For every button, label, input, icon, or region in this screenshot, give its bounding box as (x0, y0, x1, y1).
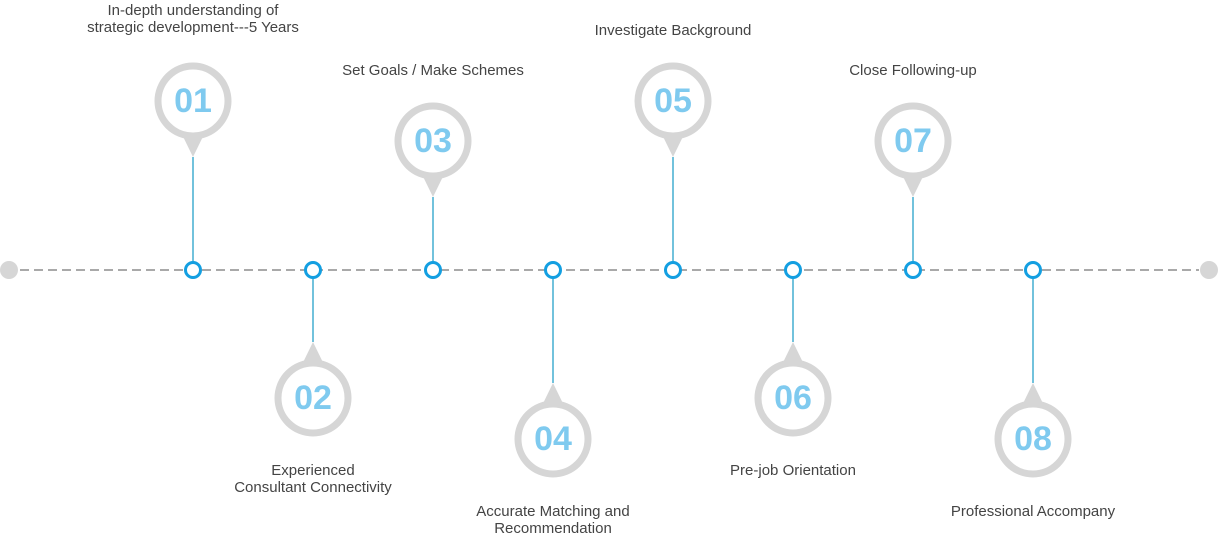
step-2-number: 02 (294, 379, 332, 417)
step-3-number: 03 (414, 122, 452, 160)
step-6-label-line-1: Pre-job Orientation (730, 462, 856, 479)
step-7-label: Close Following-up (793, 62, 1033, 79)
step-3-node[interactable] (424, 261, 442, 279)
step-8-label: Professional Accompany (913, 503, 1153, 520)
step-7-node[interactable] (904, 261, 922, 279)
step-1-label-line-2: strategic development---5 Years (87, 19, 299, 36)
step-8-number: 08 (1014, 420, 1052, 458)
step-3-label-line-1: Set Goals / Make Schemes (342, 62, 524, 79)
step-6-pin-pointer (783, 342, 803, 363)
timeline-end-cap (1200, 261, 1218, 279)
step-4-node[interactable] (544, 261, 562, 279)
step-8-node[interactable] (1024, 261, 1042, 279)
step-8-pin-pointer (1023, 383, 1043, 404)
step-2-node[interactable] (304, 261, 322, 279)
timeline-start-cap (0, 261, 18, 279)
step-7-number: 07 (894, 122, 932, 160)
step-5-number: 05 (654, 82, 692, 120)
step-6-node[interactable] (784, 261, 802, 279)
step-4-number: 04 (534, 420, 572, 458)
step-5-node[interactable] (664, 261, 682, 279)
step-5-label-line-1: Investigate Background (594, 22, 752, 39)
step-3-pin-pointer (423, 176, 443, 197)
step-1-node[interactable] (184, 261, 202, 279)
step-5-pin-pointer (663, 136, 683, 157)
step-8-label-line-1: Professional Accompany (950, 503, 1116, 520)
step-7-label-line-1: Close Following-up (849, 62, 977, 79)
step-1-label-line-1: In-depth understanding of (107, 2, 279, 19)
step-1-number: 01 (174, 82, 212, 120)
step-5-label: Investigate Background (553, 22, 793, 39)
step-7-pin-pointer (903, 176, 923, 197)
step-1-pin-pointer (183, 136, 203, 157)
step-6-label: Pre-job Orientation (673, 462, 913, 479)
step-4-label-line-2: Recommendation (494, 520, 612, 537)
step-2-label-line-1: Experienced (271, 462, 355, 479)
step-4-label-line-1: Accurate Matching and (476, 503, 630, 520)
step-2-label-line-2: Consultant Connectivity (234, 479, 392, 496)
step-6-number: 06 (774, 379, 812, 417)
step-2-pin-pointer (303, 342, 323, 363)
step-4-pin-pointer (543, 383, 563, 404)
step-3-label: Set Goals / Make Schemes (313, 62, 553, 79)
